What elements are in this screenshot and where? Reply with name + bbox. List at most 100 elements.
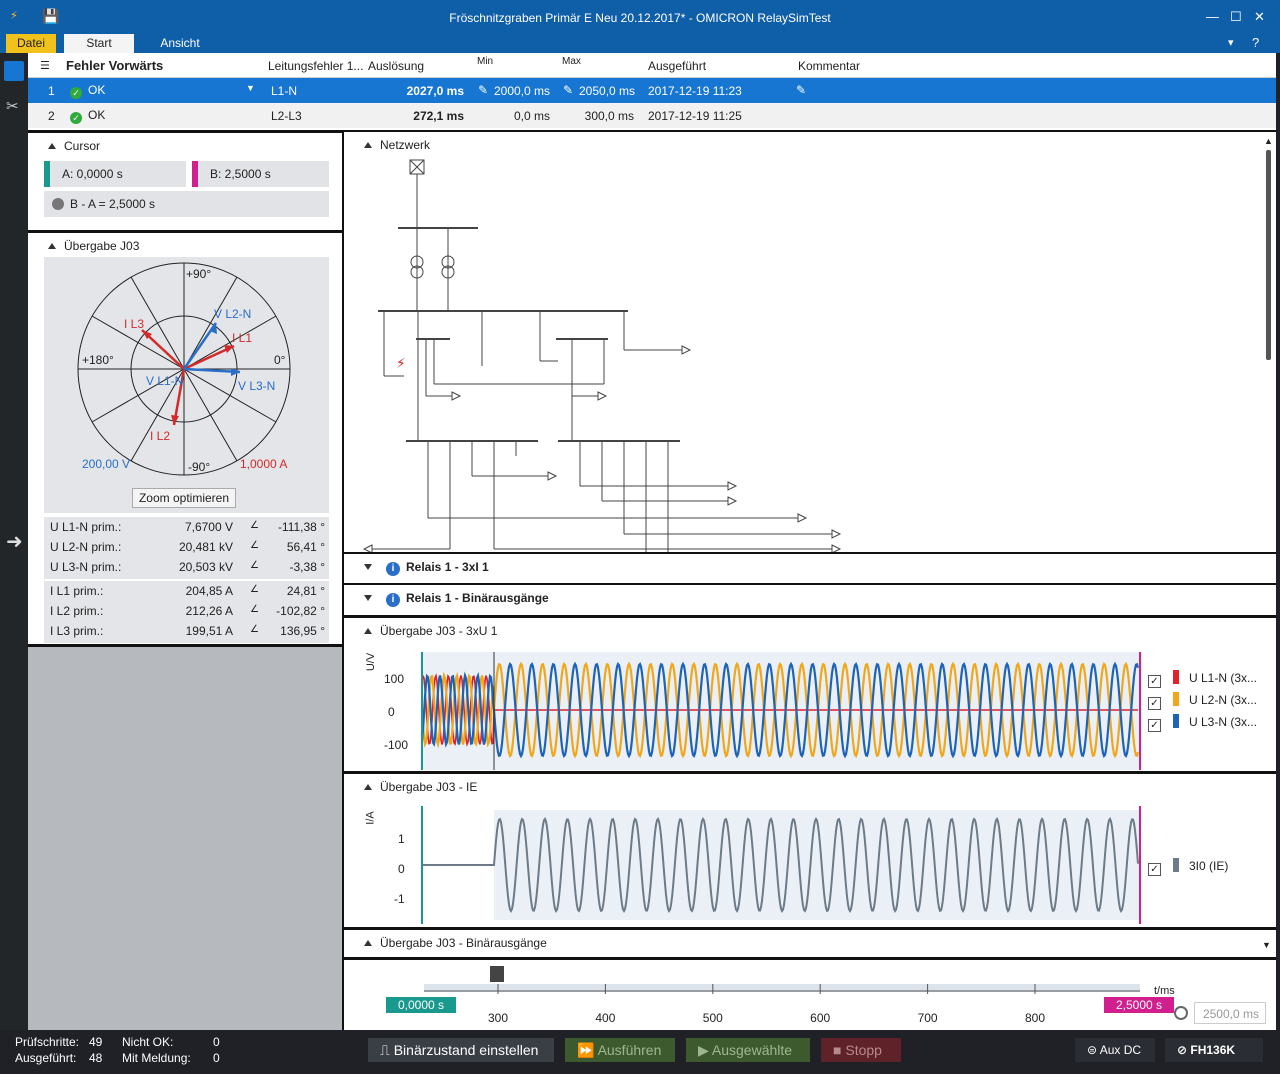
voltage-title-text: Übergabe J03 - 3xU 1 bbox=[380, 624, 498, 638]
meas-value: 20,481 kV bbox=[178, 540, 233, 554]
edit-icon[interactable]: ✎ bbox=[478, 83, 489, 97]
title-bar: ⚡ 💾 Fröschnitzgraben Primär E Neu 20.12.… bbox=[0, 0, 1280, 34]
legend-item[interactable]: ✓U L3-N (3x... bbox=[1148, 714, 1257, 732]
collapse-icon[interactable] bbox=[364, 940, 372, 946]
column-header[interactable]: Ausgeführt bbox=[648, 59, 707, 73]
legend-item[interactable]: ✓ 3I0 (IE) bbox=[1148, 858, 1228, 876]
expand-arrow-icon[interactable]: ➜ bbox=[6, 531, 23, 553]
phasor-title-text: Übergabe J03 bbox=[64, 239, 140, 253]
tab-start[interactable]: Start bbox=[64, 34, 134, 53]
zoom-optimize-button[interactable]: Zoom optimieren bbox=[132, 488, 236, 508]
tools-icon[interactable]: ✂ bbox=[6, 98, 19, 115]
scroll-up-icon[interactable]: ▲ bbox=[1264, 136, 1273, 146]
stop-button[interactable]: ■ Stopp bbox=[821, 1038, 901, 1062]
column-header[interactable]: Kommentar bbox=[798, 59, 861, 73]
legend-checkbox[interactable]: ✓ bbox=[1148, 863, 1161, 876]
collapse-icon[interactable] bbox=[48, 143, 56, 149]
set-binary-button[interactable]: ⎍ Binärzustand einstellen bbox=[368, 1038, 554, 1062]
meas-label: U L3-N prim.: bbox=[50, 560, 122, 574]
left-toolbar: ✂ ➜ bbox=[0, 53, 28, 1030]
min-cell: 0,0 ms bbox=[513, 109, 550, 123]
timeline-tick-label: 700 bbox=[918, 1011, 938, 1025]
legend-swatch bbox=[1173, 692, 1179, 706]
msg-value: 0 bbox=[213, 1051, 220, 1065]
angle-icon: ∠ bbox=[250, 540, 259, 551]
meas-value: 7,6700 V bbox=[184, 520, 233, 534]
trip-cell: 272,1 ms bbox=[413, 109, 464, 123]
cursor-b[interactable]: B: 2,5000 s bbox=[192, 161, 329, 187]
legend-label: 3I0 (IE) bbox=[1189, 859, 1229, 873]
legend-swatch bbox=[1173, 714, 1179, 728]
executed-cell: 2017-12-19 11:23 bbox=[648, 84, 742, 98]
run-button[interactable]: ⏩ Ausführen bbox=[565, 1038, 675, 1062]
view-icon[interactable] bbox=[4, 61, 24, 81]
splitter[interactable] bbox=[342, 130, 344, 1030]
row-index: 2 bbox=[48, 109, 55, 123]
angle-icon: ∠ bbox=[250, 584, 259, 595]
device-button[interactable]: ⊘ FH136K bbox=[1165, 1038, 1263, 1062]
collapse-icon[interactable] bbox=[364, 142, 372, 148]
ribbon-collapse-icon[interactable]: ▾ bbox=[1228, 37, 1234, 49]
aux-dc-button[interactable]: ⊜ Aux DC bbox=[1075, 1038, 1155, 1062]
close-button[interactable]: ✕ bbox=[1254, 9, 1265, 24]
collapse-icon[interactable] bbox=[48, 243, 56, 249]
row-index: 1 bbox=[48, 84, 55, 98]
help-icon[interactable]: ? bbox=[1252, 35, 1260, 50]
edit-icon[interactable]: ✎ bbox=[563, 83, 574, 97]
run-selected-button[interactable]: ▶ Ausgewählte bbox=[686, 1038, 810, 1062]
network-scrollbar[interactable] bbox=[1266, 150, 1271, 360]
expand-icon[interactable] bbox=[364, 595, 372, 601]
msg-label: Mit Meldung: bbox=[122, 1051, 191, 1065]
save-icon[interactable]: 💾 bbox=[42, 8, 60, 24]
legend-item[interactable]: ✓U L1-N (3x... bbox=[1148, 670, 1257, 688]
current-measurements: I L1 prim.:204,85 A∠24,81 °I L2 prim.:21… bbox=[44, 581, 329, 643]
column-header[interactable]: Max bbox=[562, 56, 581, 67]
phasor-vl3 bbox=[183, 367, 241, 374]
column-header[interactable]: Leitungsfehler 1... bbox=[268, 59, 364, 73]
minimize-button[interactable]: — bbox=[1206, 9, 1219, 24]
device-icon: ⊘ bbox=[1177, 1043, 1191, 1057]
scroll-down-icon[interactable]: ▼ bbox=[1262, 940, 1271, 950]
column-header[interactable]: Min bbox=[477, 56, 494, 67]
meas-label: I L1 prim.: bbox=[50, 584, 104, 598]
info-icon: i bbox=[386, 562, 400, 576]
legend-checkbox[interactable]: ✓ bbox=[1148, 719, 1161, 732]
measurement-row: U L3-N prim.:20,503 kV∠-3,38 ° bbox=[50, 560, 325, 578]
table-row[interactable]: 2 ✓OK L2-L3 272,1 ms 0,0 ms 300,0 ms 201… bbox=[28, 103, 1276, 128]
legend-checkbox[interactable]: ✓ bbox=[1148, 697, 1161, 710]
angle-icon: ∠ bbox=[250, 604, 259, 615]
column-header[interactable]: Auslösung bbox=[368, 59, 425, 73]
status-label: OK bbox=[88, 83, 106, 97]
duration-field[interactable]: 2500,0 ms bbox=[1194, 1002, 1266, 1024]
meas-value: 204,85 A bbox=[185, 584, 233, 598]
tick-label: 0 bbox=[398, 862, 405, 876]
series-line bbox=[420, 661, 1140, 759]
maximize-button[interactable]: ☐ bbox=[1230, 9, 1242, 24]
cursor-diff: B - A = 2,5000 s bbox=[44, 191, 329, 217]
collapse-icon[interactable] bbox=[364, 628, 372, 634]
expand-icon[interactable] bbox=[364, 564, 372, 570]
table-row[interactable]: 1 ✓OK ▼ L1-N 2027,0 ms ✎ 2000,0 ms ✎ 205… bbox=[28, 78, 1276, 103]
comment-edit-icon[interactable]: ✎ bbox=[796, 83, 807, 97]
legend-swatch bbox=[1173, 670, 1179, 684]
tab-ansicht[interactable]: Ansicht bbox=[160, 36, 200, 50]
tab-datei[interactable]: Datei bbox=[6, 34, 56, 53]
legend-item[interactable]: ✓U L2-N (3x... bbox=[1148, 692, 1257, 710]
cursor-b-marker[interactable]: 2,5000 s bbox=[1104, 997, 1174, 1013]
current-panel: Übergabe J03 - IE I/A 1 0 -1 ✓3I0 (IE) bbox=[344, 771, 1276, 927]
relay1-title-text: Relais 1 - 3xI 1 bbox=[406, 560, 489, 574]
label-vl3: V L3-N bbox=[238, 379, 276, 393]
legend-checkbox[interactable]: ✓ bbox=[1148, 675, 1161, 688]
legend-swatch bbox=[1173, 858, 1179, 872]
cursor-a[interactable]: A: 0,0000 s bbox=[44, 161, 186, 187]
dropdown-icon[interactable]: ▼ bbox=[246, 83, 255, 93]
cursor-a-marker[interactable]: 0,0000 s bbox=[386, 997, 456, 1013]
series-line bbox=[421, 673, 1138, 747]
collapse-icon[interactable] bbox=[364, 784, 372, 790]
window-title: Fröschnitzgraben Primär E Neu 20.12.2017… bbox=[449, 11, 831, 25]
network-diagram: ⚡ bbox=[362, 159, 842, 556]
check-icon: ✓ bbox=[70, 112, 82, 124]
status-ok: ✓OK bbox=[70, 83, 105, 99]
binary-icon: ⎍ bbox=[380, 1042, 394, 1058]
